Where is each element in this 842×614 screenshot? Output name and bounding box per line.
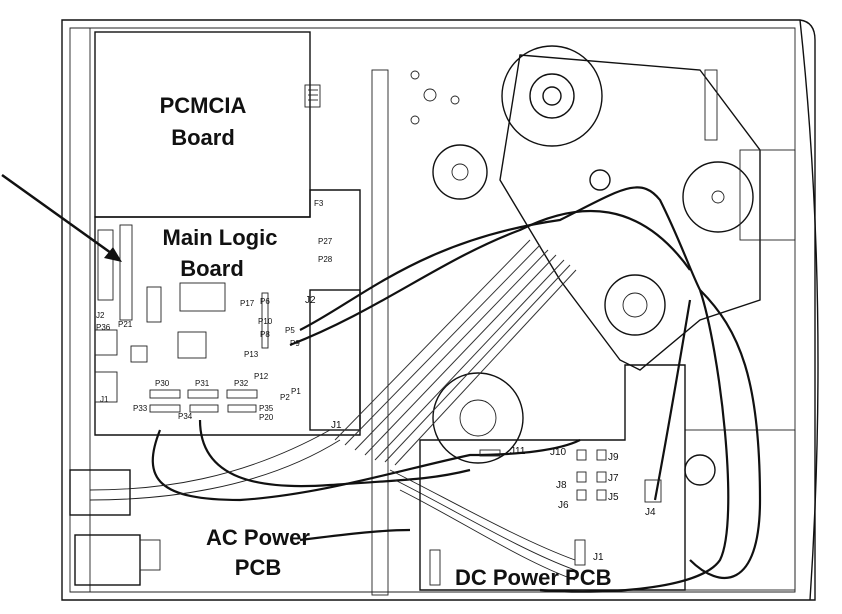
connector-label: J11 (510, 446, 526, 457)
connector-label: P21 (118, 320, 133, 329)
connector-label: P30 (155, 379, 170, 388)
connector-label: P2 (280, 393, 290, 402)
chassis-outline (61, 19, 819, 601)
connector-label: J1 (100, 395, 109, 404)
center-connector-j1: J1 (331, 420, 342, 431)
connector-label: P27 (318, 237, 333, 246)
print-mechanism (410, 45, 796, 591)
connector-label: P12 (254, 372, 269, 381)
connector-label: P33 (133, 404, 148, 413)
connector-label: P28 (318, 255, 333, 264)
connector-label: P1 (291, 387, 301, 396)
ac-power-label-line2: PCB (235, 555, 281, 580)
pcmcia-label-line2: Board (171, 125, 235, 150)
connector-label: J1 (593, 552, 604, 563)
connector-label: J5 (608, 492, 619, 503)
connector-label: P20 (259, 413, 274, 422)
wiring-harness (89, 186, 762, 593)
connector-label: J6 (558, 500, 569, 511)
connector-label: P10 (258, 317, 273, 326)
main-logic-label-line1: Main Logic (163, 225, 278, 250)
ac-power-label-line1: AC Power (206, 525, 310, 550)
connector-label: J4 (645, 507, 656, 518)
connector-label: P36 (96, 323, 111, 332)
connector-label: P17 (240, 299, 255, 308)
connector-label: P31 (195, 379, 210, 388)
center-connector-j2: J2 (305, 295, 316, 306)
connector-label: J8 (556, 480, 567, 491)
dc-power-label: DC Power PCB (455, 565, 611, 590)
connector-label: P5 (285, 326, 295, 335)
connector-label: F3 (314, 199, 324, 208)
connector-label: P34 (178, 412, 193, 421)
ribbon-cable (334, 239, 577, 466)
pcmcia-label-line1: PCMCIA (160, 93, 247, 118)
connector-label: J7 (608, 473, 619, 484)
pointer-arrow (1, 173, 122, 262)
center-panel: J2 J1 (305, 69, 389, 596)
connector-label: J9 (608, 452, 619, 463)
connector-label: J10 (550, 447, 567, 458)
connector-label: P8 (260, 330, 270, 339)
main-logic-label-line2: Board (180, 256, 244, 281)
connector-label: J2 (96, 311, 105, 320)
connector-label: P13 (244, 350, 259, 359)
connector-label: P35 (259, 404, 274, 413)
ac-power-pcb: AC Power PCB (69, 469, 310, 586)
connector-label: P32 (234, 379, 249, 388)
pcmcia-board: PCMCIA Board (94, 31, 321, 218)
connector-label: P6 (260, 297, 270, 306)
main-logic-board: Main Logic Board J2 P21 P36 J1 P30 P31 P… (94, 189, 361, 436)
dc-power-pcb: DC Power PCB J11 J10 J9 J8 J7 J6 J5 J4 J… (419, 364, 686, 591)
